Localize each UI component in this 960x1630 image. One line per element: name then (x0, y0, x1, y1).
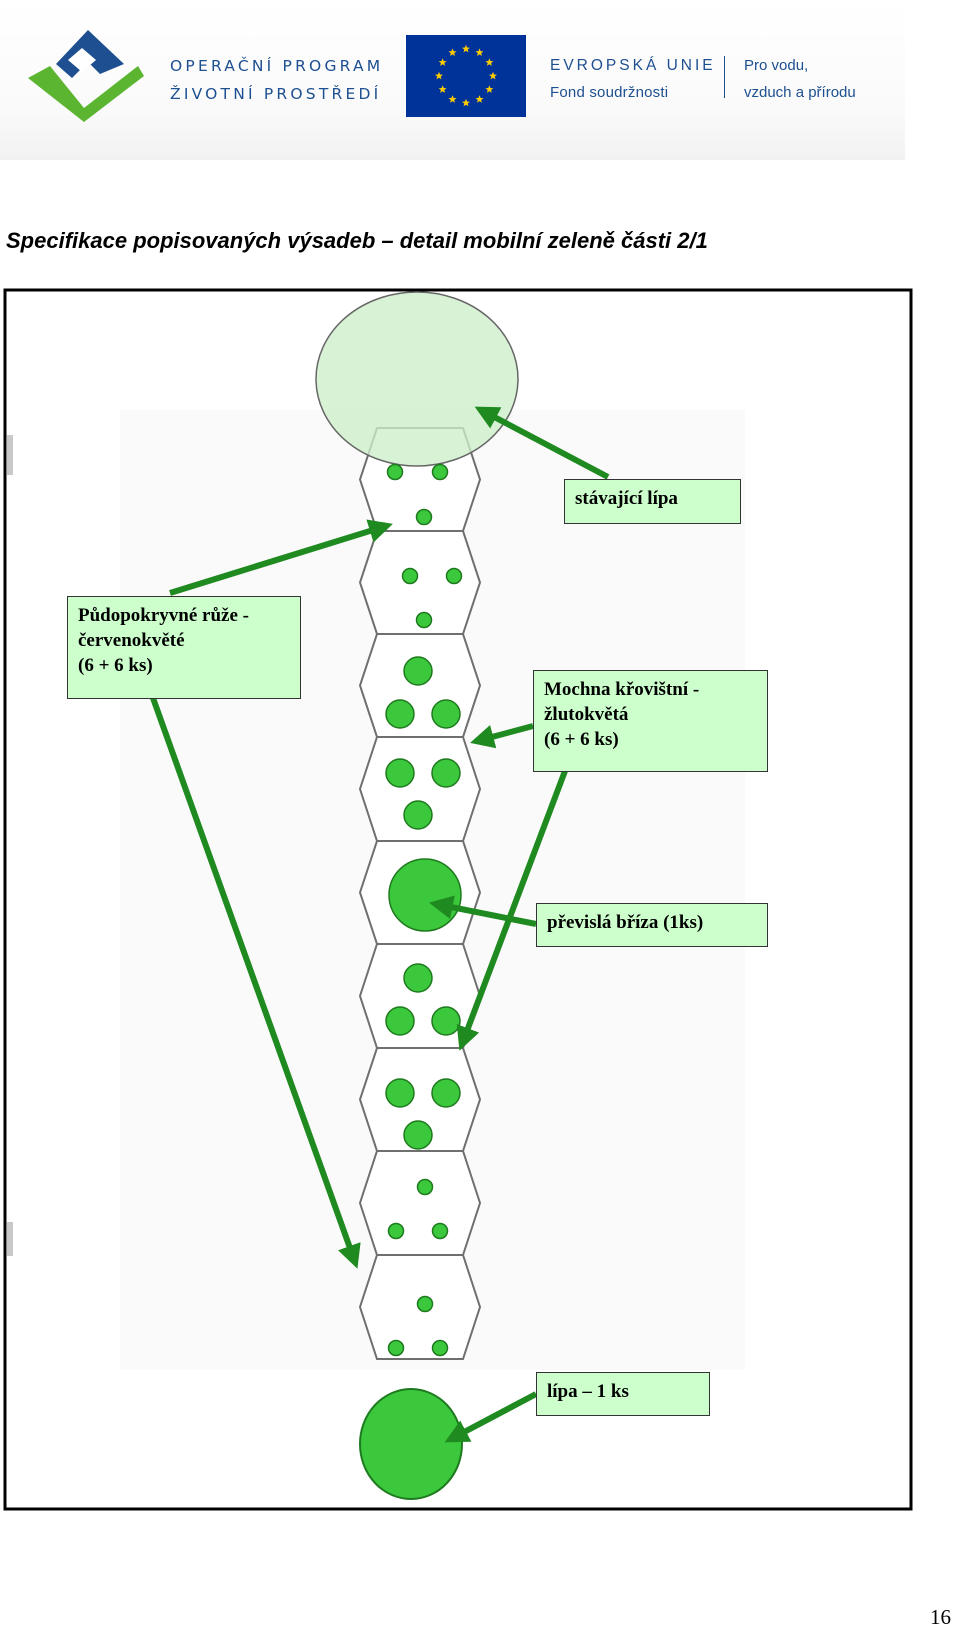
eu-star (475, 95, 484, 103)
arrow-existing-linden (474, 406, 610, 480)
header-banner: OPERAČNÍ PROGRAM ŽIVOTNÍ PROSTŘEDÍ EVROP… (0, 0, 905, 160)
cinquefoil-shrub (403, 1120, 433, 1150)
cinquefoil-shrub (385, 1078, 415, 1108)
rose-shrub (415, 508, 433, 526)
cinquefoil-shrub (431, 699, 461, 729)
cinquefoil-shrub (431, 1006, 461, 1036)
page-title: Specifikace popisovaných výsadeb – detai… (6, 228, 708, 253)
linden-tree (359, 1388, 463, 1500)
roses-line-3: (6 + 6 ks) (78, 655, 153, 676)
eu-fund: Fond soudržnosti (550, 84, 669, 101)
eu-flag-icon (406, 35, 526, 117)
cinquefoil-shrub (385, 1006, 415, 1036)
op-program-name: OPERAČNÍ PROGRAM ŽIVOTNÍ PROSTŘEDÍ (170, 52, 383, 108)
eu-star (438, 85, 447, 93)
rose-shrub (416, 1295, 434, 1313)
eu-star (485, 85, 494, 93)
label-linden: lípa – 1 ks (536, 1372, 710, 1416)
arrow-birch (428, 895, 537, 927)
eu-star (462, 98, 470, 107)
eu-star (489, 71, 497, 80)
eu-star (462, 44, 470, 53)
cinquefoil-shrub (403, 656, 433, 686)
arrow-linden (444, 1391, 538, 1443)
slogan: Pro vodu, vzduch a přírodu (744, 52, 856, 106)
label-birch: převislá bříza (1ks) (536, 903, 768, 947)
cinquefoil-shrub (431, 1078, 461, 1108)
eu-text: EVROPSKÁ UNIE Fond soudržnosti (550, 52, 716, 106)
rose-shrub (386, 463, 404, 481)
eu-star (435, 71, 443, 80)
arrow-roses-top (169, 519, 393, 596)
rose-shrub (431, 1339, 449, 1357)
cinquefoil-line-2: žlutokvětá (544, 704, 629, 725)
planting-bed-hexagon (358, 1150, 482, 1256)
op-line-1: OPERAČNÍ PROGRAM (170, 57, 384, 75)
cinquefoil-shrub (403, 800, 433, 830)
rose-shrub (387, 1339, 405, 1357)
cinquefoil-shrub (431, 758, 461, 788)
label-cinquefoil: Mochna křovištní - žlutokvětá (6 + 6 ks) (533, 670, 768, 772)
rose-shrub (431, 1222, 449, 1240)
label-birch-text: převislá bříza (1ks) (547, 912, 704, 933)
op-zp-logo (28, 30, 144, 122)
arrow-cinquefoil-bottom (456, 769, 568, 1051)
cinquefoil-shrub (385, 758, 415, 788)
arrow-roses-bottom (150, 696, 361, 1269)
cinquefoil-line-3: (6 + 6 ks) (544, 729, 619, 750)
label-linden-text: lípa – 1 ks (547, 1381, 629, 1402)
plantings (385, 463, 463, 1357)
eu-star (485, 58, 494, 66)
slogan-line-1: Pro vodu, (744, 57, 809, 74)
rose-shrub (445, 567, 463, 585)
existing-linden-crown (315, 291, 519, 467)
label-groundcover-roses: Půdopokryvné růže - červenokvěté (6 + 6 … (67, 596, 301, 699)
rose-shrub (387, 1222, 405, 1240)
page-number: 16 (930, 1605, 951, 1629)
edge-mark-2 (7, 1222, 13, 1256)
slogan-line-2: vzduch a přírodu (744, 84, 856, 101)
birch-tree (388, 858, 462, 932)
label-existing-linden-text: stávající lípa (575, 488, 678, 509)
arrow-cinquefoil-top (470, 723, 534, 749)
eu-star (438, 58, 447, 66)
cinquefoil-line-1: Mochna křovištní - (544, 679, 700, 700)
rose-shrub (415, 611, 433, 629)
eu-star (475, 48, 484, 57)
roses-line-1: Půdopokryvné růže - (78, 605, 249, 626)
cinquefoil-shrub (385, 699, 415, 729)
eu-title: EVROPSKÁ UNIE (550, 57, 716, 74)
rose-shrub (431, 463, 449, 481)
rose-shrub (416, 1178, 434, 1196)
label-existing-linden: stávající lípa (564, 479, 741, 524)
op-line-2: ŽIVOTNÍ PROSTŘEDÍ (170, 85, 382, 103)
roses-line-2: červenokvěté (78, 630, 185, 651)
header-divider (724, 56, 725, 98)
edge-mark-1 (7, 435, 13, 475)
planting-bed-hexagon (358, 943, 482, 1049)
eu-star (448, 48, 457, 57)
rose-shrub (401, 567, 419, 585)
cinquefoil-shrub (403, 963, 433, 993)
eu-star (448, 95, 457, 103)
